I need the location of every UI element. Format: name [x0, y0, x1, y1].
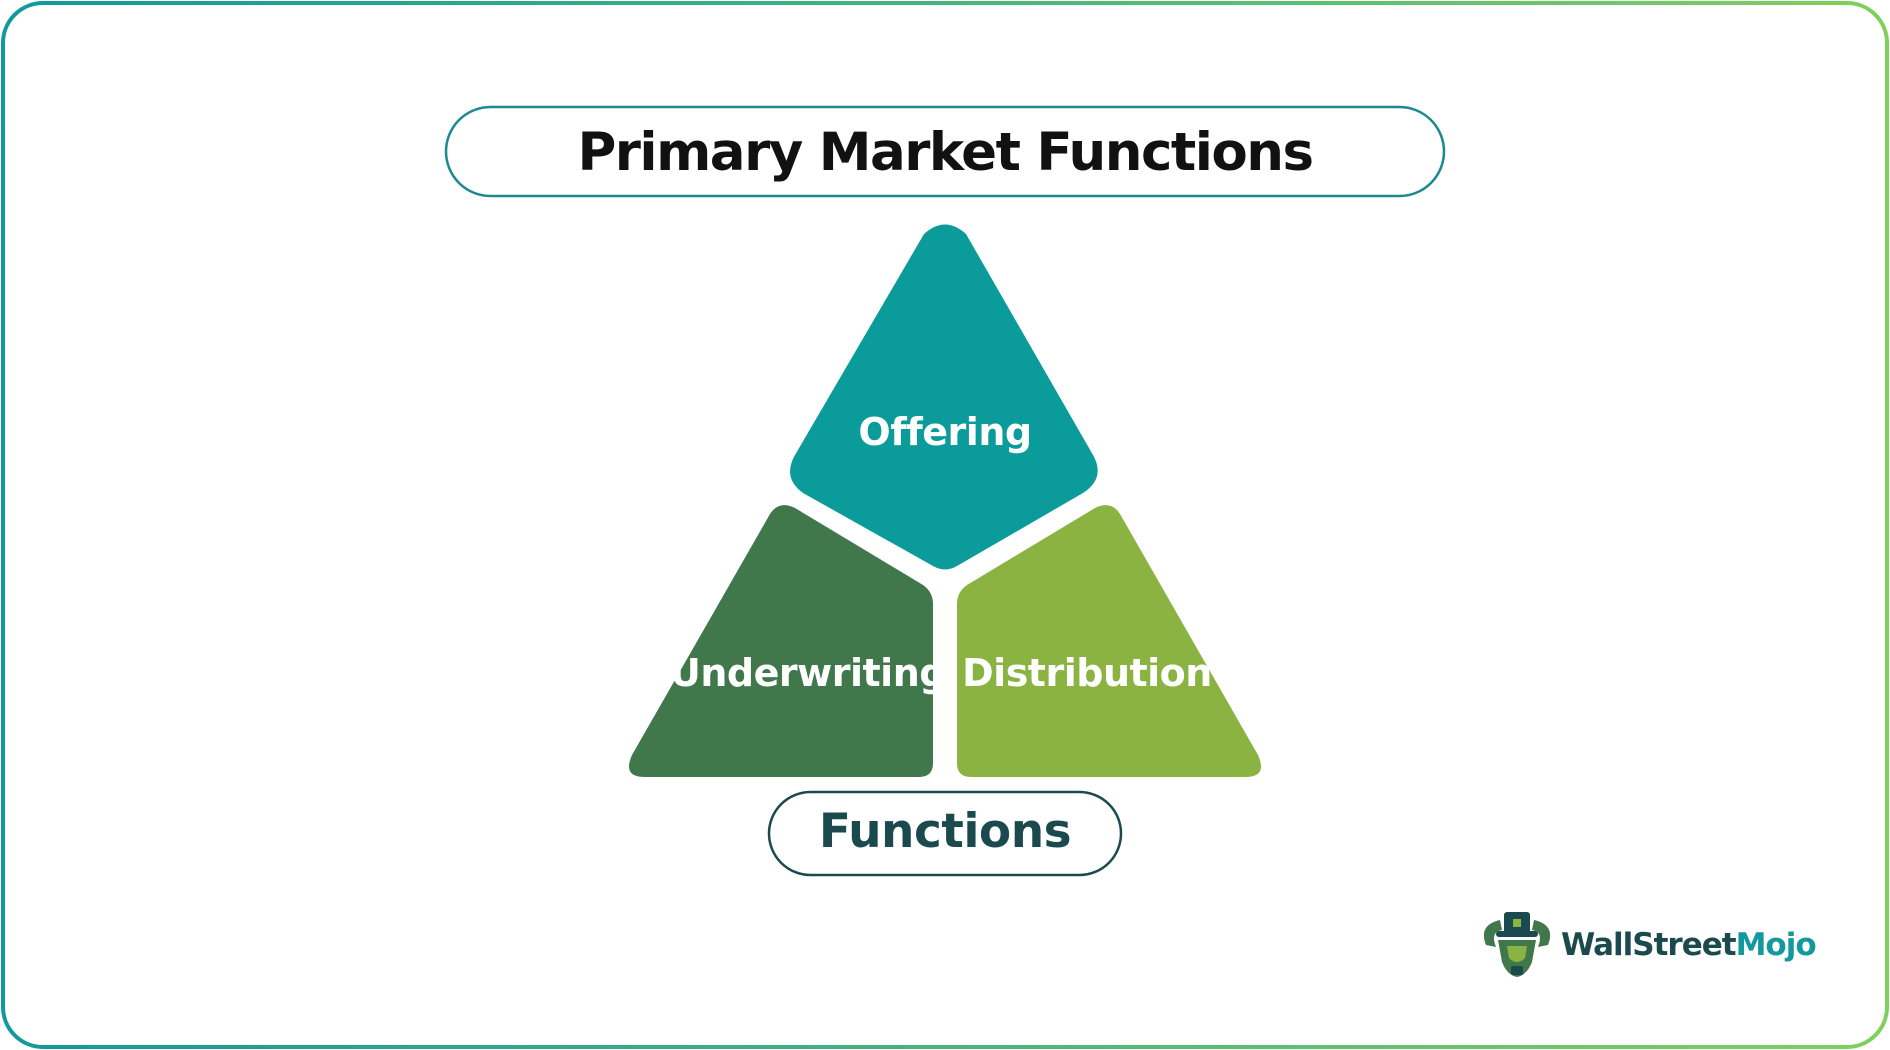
wallstreetmojo-logo: WallStreetMojo	[1483, 912, 1817, 977]
segment-offering	[790, 224, 1098, 570]
segment-label-underwriting: Underwriting	[670, 651, 946, 695]
segment-label-distribution: Distribution	[962, 651, 1212, 695]
functions-label: Functions	[819, 804, 1071, 859]
brand-wall: Wall	[1561, 927, 1632, 963]
brand-street: Street	[1632, 927, 1736, 963]
brand-wordmark: WallStreetMojo	[1561, 927, 1816, 963]
segment-underwriting	[628, 505, 933, 777]
bull-hat-icon	[1483, 912, 1551, 977]
brand-mojo: Mojo	[1736, 927, 1816, 963]
functions-pill	[767, 790, 1123, 877]
segment-label-offering: Offering	[858, 410, 1031, 454]
pyramid-diagram: Offering Underwriting Distribution	[628, 224, 1262, 777]
title-banner: Primary Market Functions	[444, 105, 1446, 198]
functions-banner: Functions	[767, 790, 1123, 877]
page-title: Primary Market Functions	[577, 122, 1312, 183]
segment-distribution	[957, 505, 1262, 777]
title-pill	[444, 105, 1446, 198]
